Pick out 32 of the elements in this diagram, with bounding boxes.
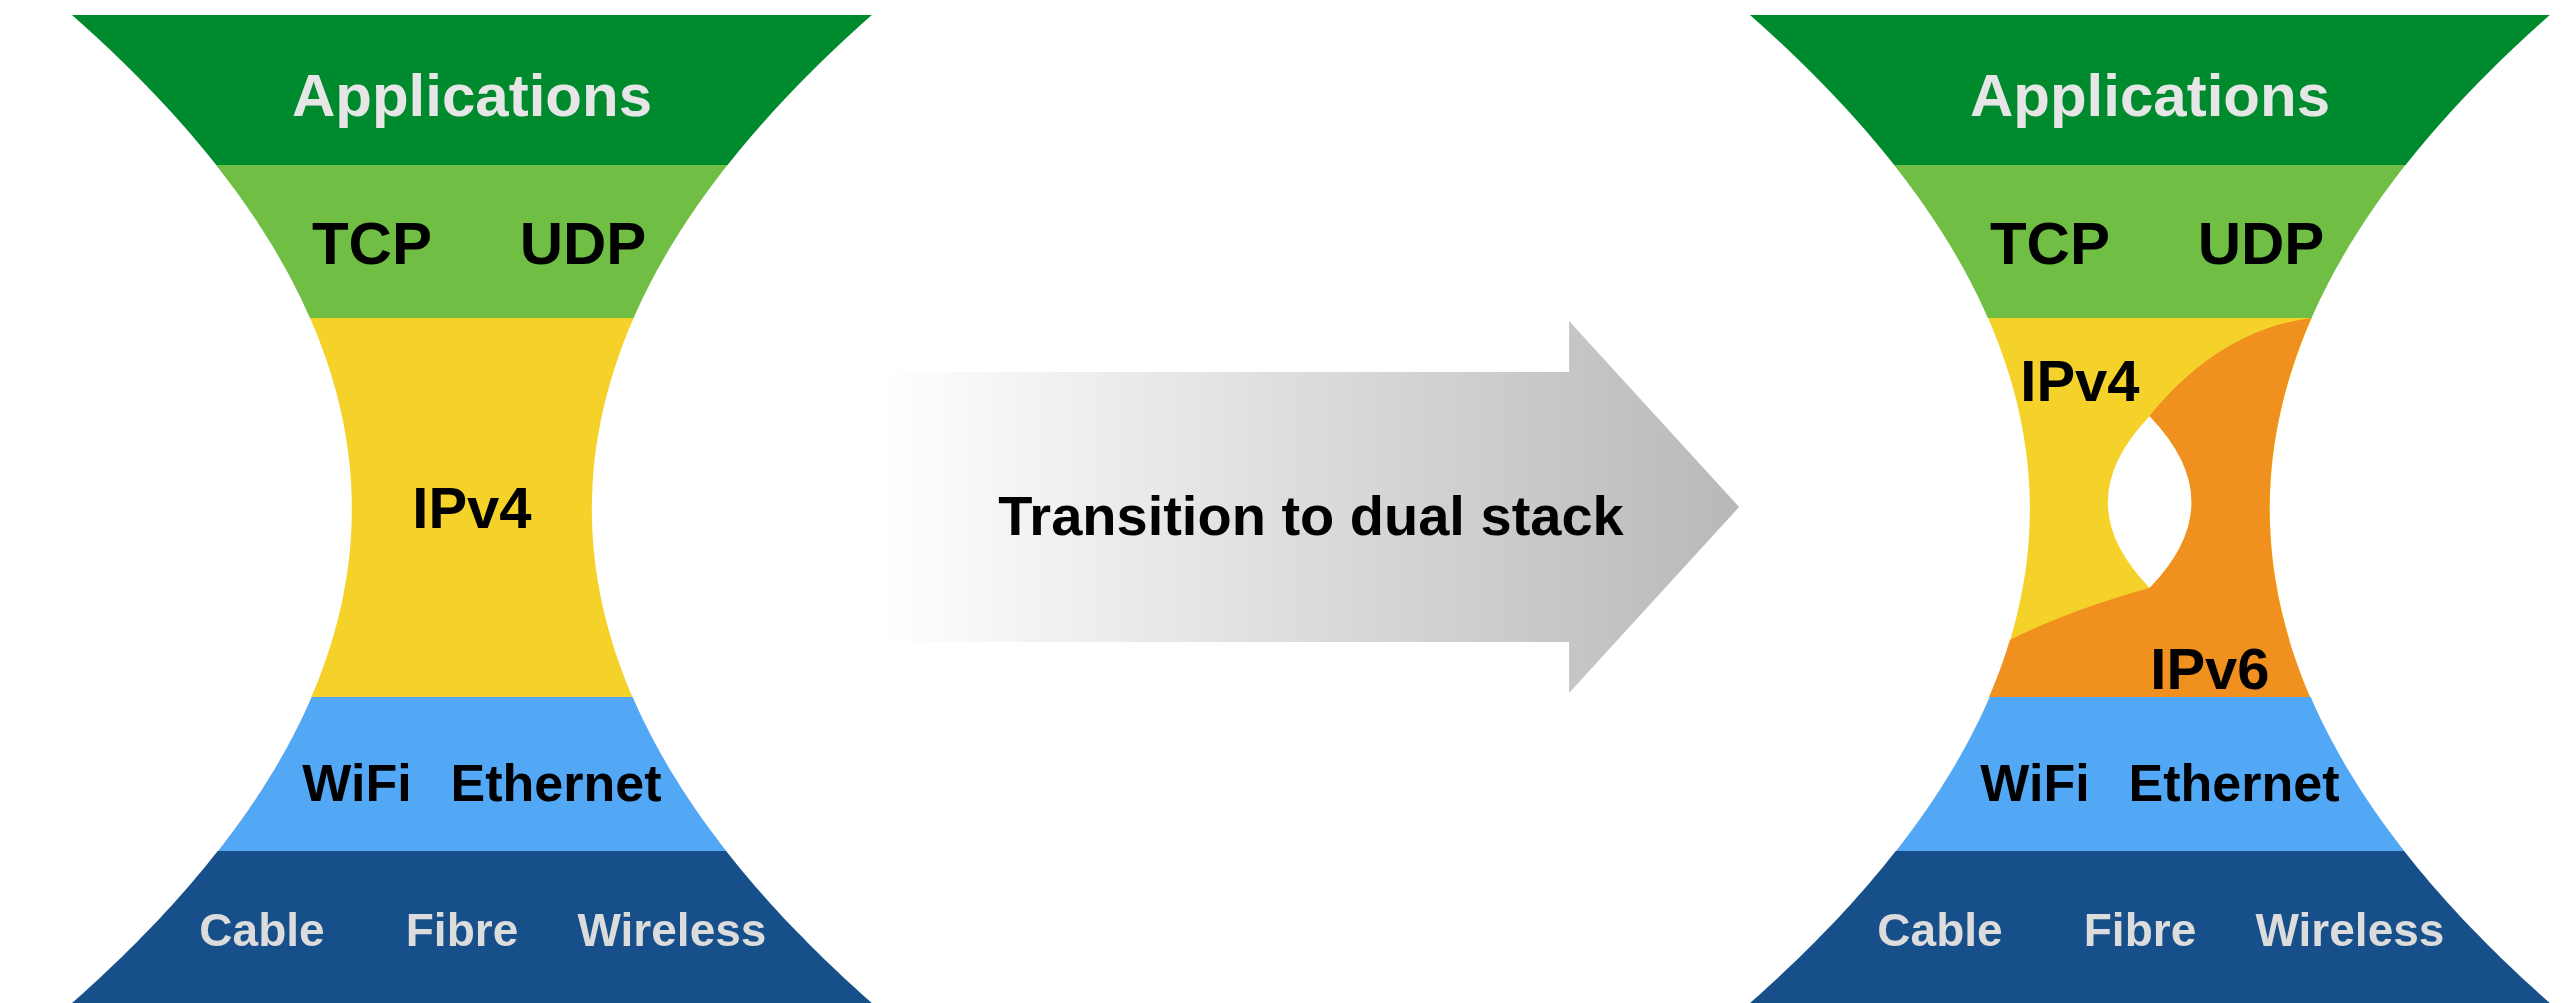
layer-label: TCP bbox=[311, 208, 432, 278]
layer-label: Fibre bbox=[2083, 903, 2197, 957]
layer-label: Wireless bbox=[577, 903, 767, 957]
protocol-layer bbox=[72, 851, 872, 1003]
protocol-layer bbox=[1750, 851, 2550, 1003]
layer-label: Ethernet bbox=[450, 753, 662, 813]
protocol-layer bbox=[1988, 318, 2314, 697]
layer-label: Applications bbox=[291, 60, 652, 130]
protocol-stack bbox=[1749, 15, 2551, 1003]
protocol-layer bbox=[72, 15, 872, 165]
layer-label: Wireless bbox=[2255, 903, 2445, 957]
protocol-layer bbox=[216, 165, 728, 318]
layer-label: Applications bbox=[1969, 60, 2330, 130]
layer-label: Cable bbox=[199, 903, 325, 957]
layer-label: IPv4 bbox=[2020, 346, 2140, 414]
edge-label: Transition to dual stack bbox=[998, 482, 1624, 548]
layer-label: Cable bbox=[1877, 903, 2003, 957]
protocol-layer bbox=[1895, 697, 2405, 851]
layer-label: Ethernet bbox=[2128, 753, 2340, 813]
layer-label: Fibre bbox=[405, 903, 519, 957]
protocol-layer bbox=[217, 697, 727, 851]
layer-label: IPv4 bbox=[412, 473, 532, 541]
protocol-layer bbox=[310, 318, 634, 697]
protocol-layer bbox=[1894, 165, 2406, 318]
layer-label: IPv6 bbox=[2150, 634, 2270, 702]
layer-label: WiFi bbox=[302, 753, 412, 813]
protocol-layer bbox=[1750, 15, 2550, 165]
layer-label: UDP bbox=[2197, 208, 2325, 278]
protocol-stack bbox=[71, 15, 873, 1003]
layer-label: UDP bbox=[519, 208, 647, 278]
layer-label: WiFi bbox=[1980, 753, 2090, 813]
layer-label: TCP bbox=[1989, 208, 2110, 278]
